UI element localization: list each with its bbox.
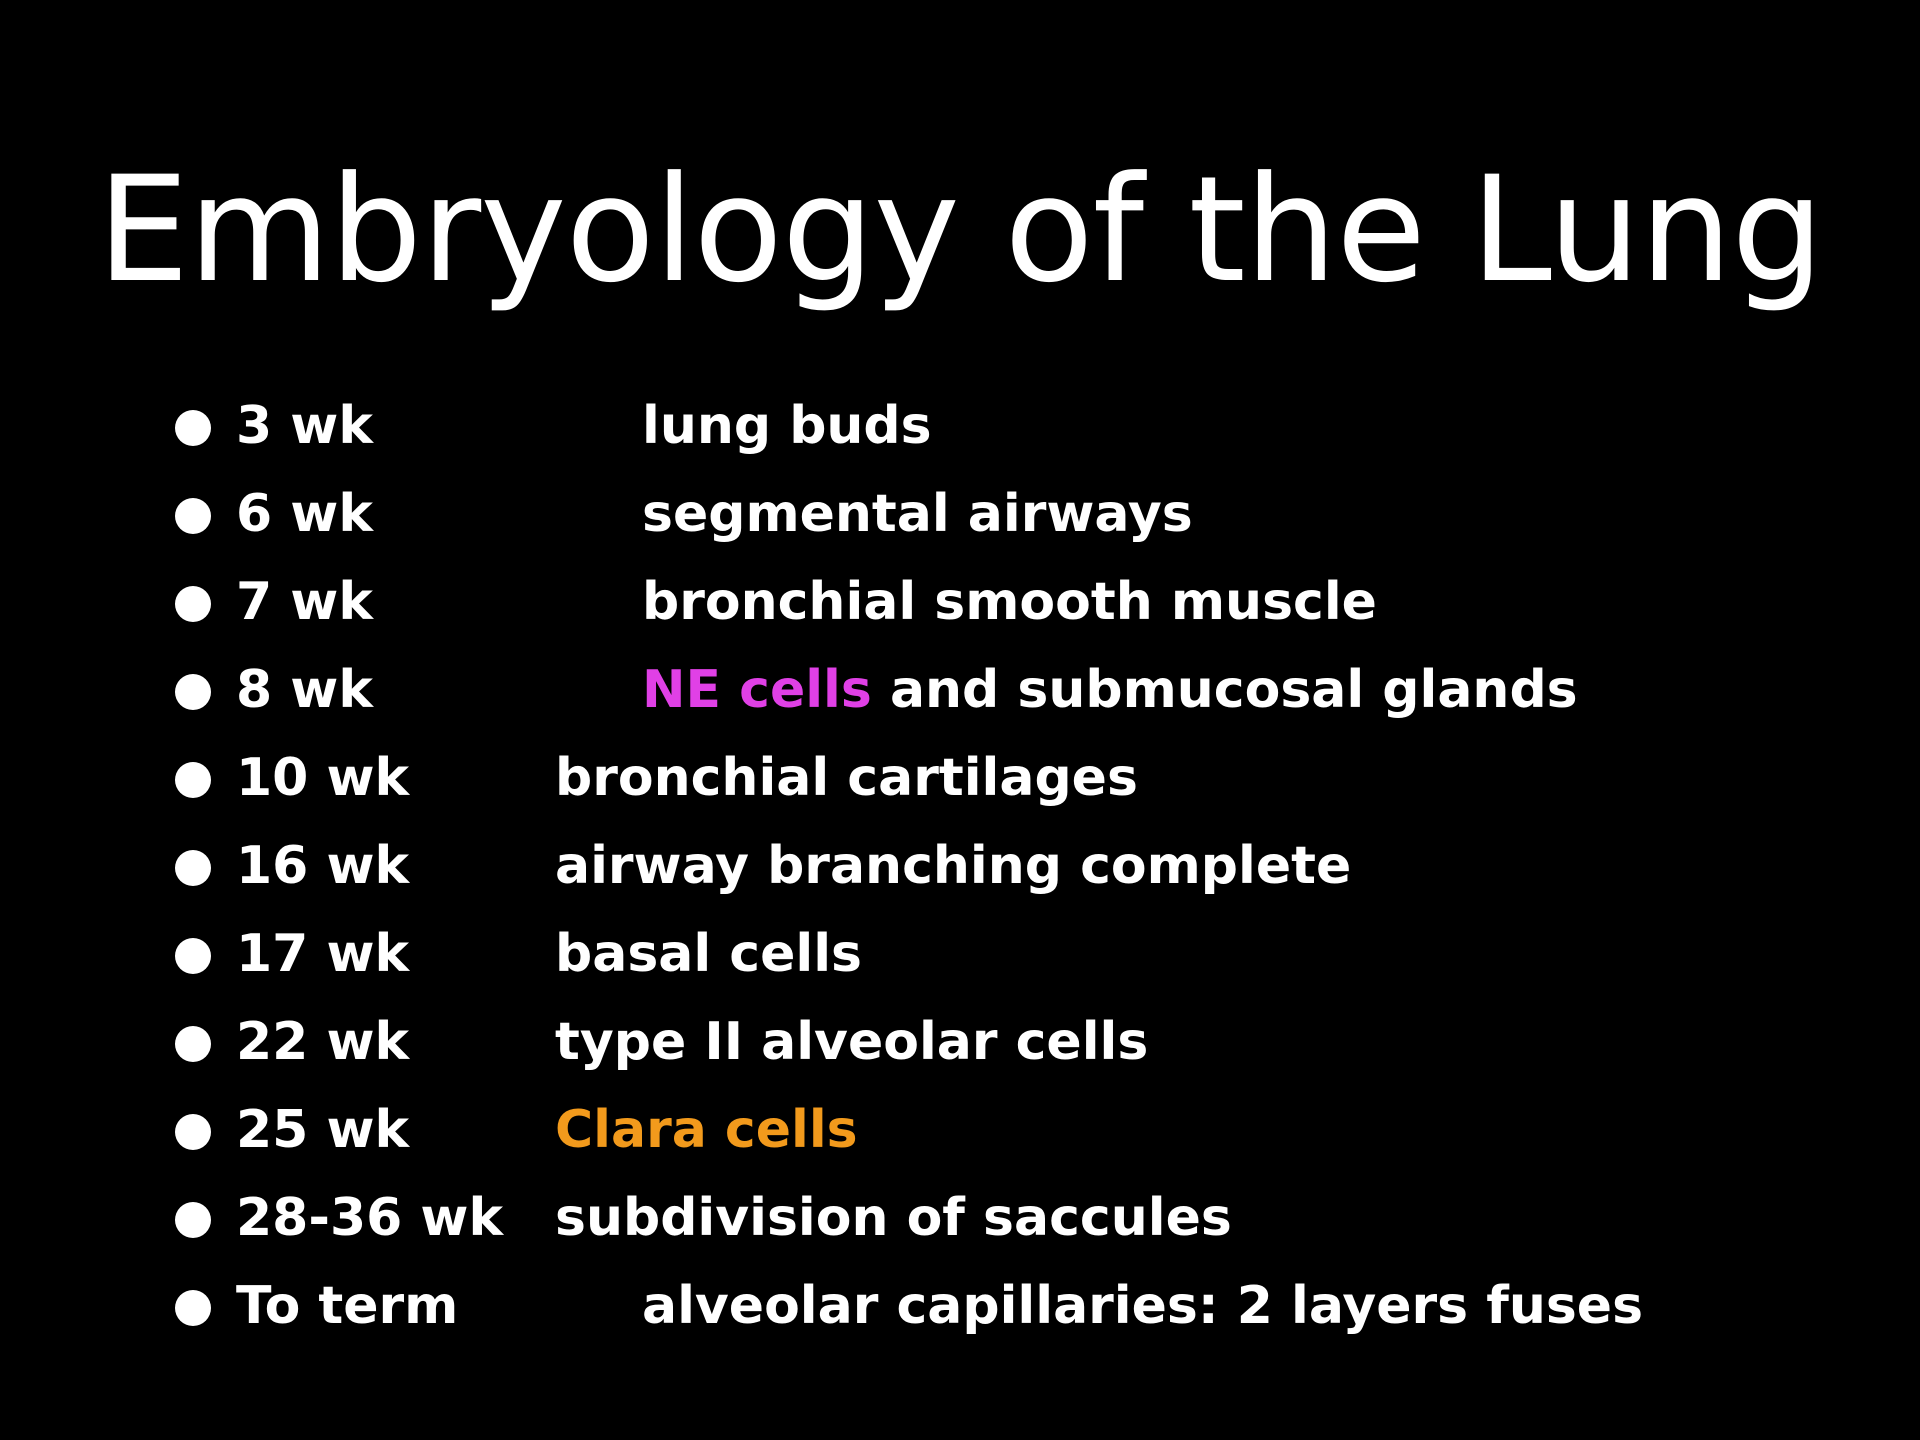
bullet-icon (175, 498, 211, 534)
stage-description: NE cells and submucosal glands (642, 646, 1578, 734)
stage-description: subdivision of saccules (555, 1188, 1232, 1248)
bullet-icon (175, 1114, 211, 1150)
stage-age: 22 wk (236, 1012, 410, 1072)
list-item: 28-36 wk subdivision of saccules (175, 1174, 1915, 1262)
bullet-icon (175, 762, 211, 798)
stage-age: 3 wk (236, 396, 373, 456)
list-item: 25 wk Clara cells (175, 1086, 1915, 1174)
stage-age: 8 wk (236, 660, 373, 720)
bullet-icon (175, 1290, 211, 1326)
timeline-list: 3 wk lung buds 6 wk segmental airways 7 … (175, 382, 1915, 1350)
stage-age: 7 wk (236, 572, 373, 632)
stage-age: To term (236, 1276, 459, 1336)
bullet-icon (175, 1202, 211, 1238)
bullet-icon (175, 586, 211, 622)
list-item: 6 wk segmental airways (175, 470, 1915, 558)
list-item: 10 wk bronchial cartilages (175, 734, 1915, 822)
bullet-icon (175, 1026, 211, 1062)
stage-description: bronchial cartilages (555, 748, 1138, 808)
list-item: 16 wk airway branching complete (175, 822, 1915, 910)
list-item: 7 wk bronchial smooth muscle (175, 558, 1915, 646)
bullet-icon (175, 850, 211, 886)
list-item: To term alveolar capillaries: 2 layers f… (175, 1262, 1915, 1350)
stage-description: bronchial smooth muscle (642, 572, 1377, 632)
list-item: 17 wk basal cells (175, 910, 1915, 998)
bullet-icon (175, 410, 211, 446)
stage-description: alveolar capillaries: 2 layers fuses (642, 1276, 1644, 1336)
stage-description: type II alveolar cells (555, 1012, 1149, 1072)
stage-description: basal cells (555, 924, 862, 984)
ne-cells-highlight: NE cells (642, 660, 872, 720)
clara-cells-highlight: Clara cells (555, 1100, 858, 1160)
list-item: 22 wk type II alveolar cells (175, 998, 1915, 1086)
stage-age: 6 wk (236, 484, 373, 544)
stage-age: 10 wk (236, 748, 410, 808)
stage-description-rest: and submucosal glands (871, 660, 1578, 720)
stage-description: lung buds (642, 396, 932, 456)
stage-age: 28-36 wk (236, 1188, 504, 1248)
bullet-icon (175, 674, 211, 710)
slide-title: Embryology of the Lung (97, 145, 1824, 315)
stage-age: 25 wk (236, 1100, 410, 1160)
stage-description: segmental airways (642, 484, 1193, 544)
list-item: 8 wk NE cells and submucosal glands (175, 646, 1915, 734)
stage-age: 17 wk (236, 924, 410, 984)
stage-age: 16 wk (236, 836, 410, 896)
bullet-icon (175, 938, 211, 974)
stage-description: airway branching complete (555, 836, 1352, 896)
list-item: 3 wk lung buds (175, 382, 1915, 470)
